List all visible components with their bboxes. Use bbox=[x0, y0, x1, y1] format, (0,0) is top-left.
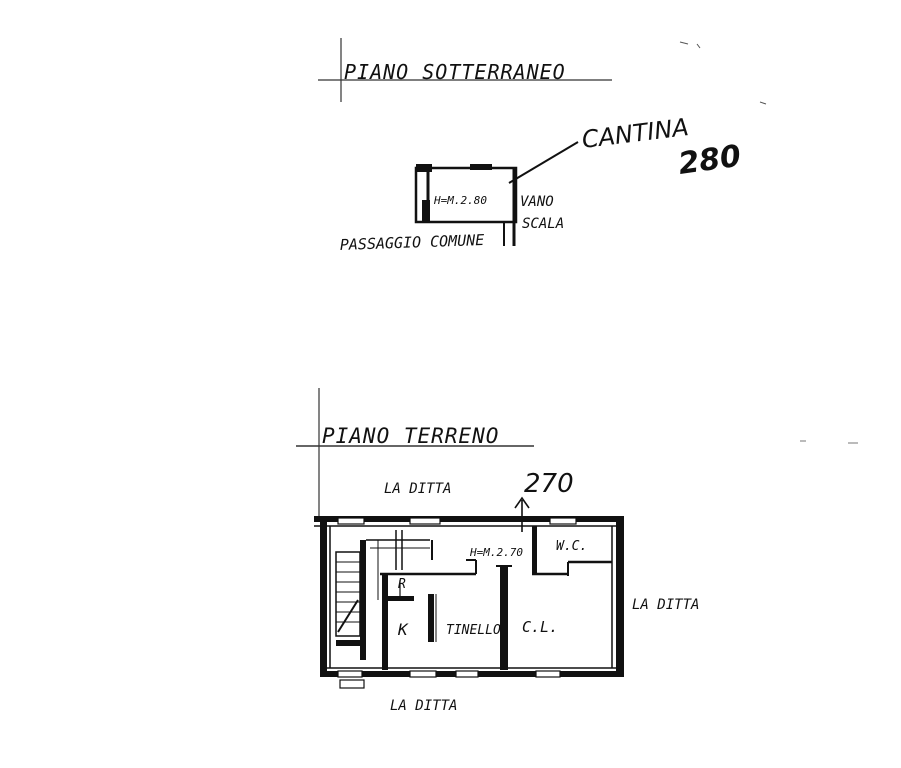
neighbor-bottom-label: LA DITTA bbox=[390, 698, 457, 714]
room-label-wc: W.C. bbox=[556, 539, 587, 554]
stair-label-line-2: SCALA bbox=[522, 216, 564, 232]
cellar-leader-line bbox=[508, 141, 579, 184]
basement-height-note: H=M.2.80 bbox=[433, 194, 487, 207]
unit-number: 270 bbox=[524, 469, 574, 499]
neighbor-top-label: LA DITTA bbox=[384, 481, 451, 497]
room-label-cl: C.L. bbox=[522, 618, 558, 636]
cellar-plan bbox=[414, 164, 518, 246]
room-label-tinello: TINELLO bbox=[446, 623, 501, 638]
basement-title: PIANO SOTTERRANEO bbox=[344, 60, 566, 84]
room-label-r: R bbox=[398, 577, 406, 592]
ground-floor-plan bbox=[314, 516, 624, 689]
stair-label-line-1: VANO bbox=[520, 194, 554, 210]
stray-marks bbox=[679, 41, 858, 444]
neighbor-right-label: LA DITTA bbox=[632, 597, 699, 613]
passage-label: PASSAGGIO COMUNE bbox=[340, 231, 485, 254]
staircase bbox=[335, 539, 430, 660]
unit-arrow-icon bbox=[514, 496, 530, 532]
ground-height-note: H=M.2.70 bbox=[469, 546, 523, 559]
cellar-number: 280 bbox=[676, 139, 743, 182]
ground-floor-title: PIANO TERRENO bbox=[322, 424, 499, 448]
basement-section: PIANO SOTTERRANEO CANTINA 280 H=M.2.80 V… bbox=[318, 38, 743, 254]
ground-floor-section: PIANO TERRENO 270 LA DITTA LA DITTA LA D… bbox=[296, 388, 699, 714]
cellar-label: CANTINA bbox=[580, 113, 690, 154]
room-label-k: K bbox=[397, 620, 409, 639]
